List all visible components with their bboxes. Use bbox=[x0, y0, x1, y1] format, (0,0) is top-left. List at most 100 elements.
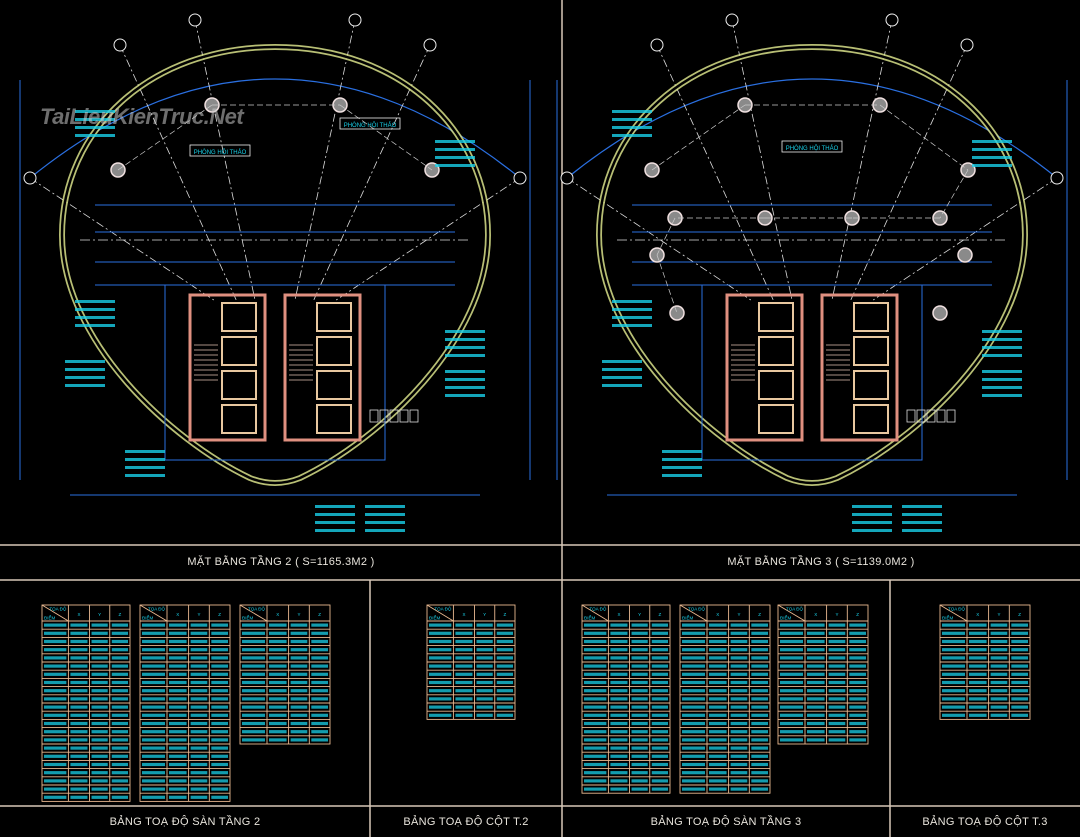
table-cell-value bbox=[429, 713, 452, 717]
table-cell-value bbox=[584, 738, 607, 742]
table-cell-value bbox=[269, 672, 287, 676]
annotation-text bbox=[315, 513, 355, 516]
table-header-z: Z bbox=[504, 612, 507, 617]
column-link bbox=[651, 104, 746, 171]
annotation-text bbox=[662, 458, 702, 461]
table-corner-diagonal bbox=[581, 604, 609, 622]
table-header-corner: ĐIỂM bbox=[584, 615, 596, 621]
table-corner-diagonal bbox=[426, 604, 454, 622]
table-cell-value bbox=[682, 623, 705, 627]
table-cell-value bbox=[828, 639, 846, 644]
table-cell-value bbox=[455, 664, 473, 668]
table-cell-value bbox=[91, 639, 108, 644]
annotation-text bbox=[315, 505, 355, 508]
table-cell-value bbox=[169, 721, 187, 726]
table-cell-value bbox=[751, 721, 768, 726]
toilet-stall bbox=[906, 409, 916, 423]
table-cell-value bbox=[242, 623, 265, 627]
table-header-corner: TỌA ĐỘ bbox=[589, 606, 607, 612]
table-cell-value bbox=[142, 713, 165, 717]
table-cell-value bbox=[709, 713, 727, 717]
room-label: PHÒNG HỘI THẢO bbox=[344, 122, 397, 129]
table-cell-value bbox=[709, 639, 727, 644]
table-cell-value bbox=[709, 648, 727, 652]
table-cell-value bbox=[169, 672, 187, 676]
table-cell-value bbox=[311, 631, 328, 635]
table-cell-value bbox=[751, 713, 768, 717]
elevator-shaft bbox=[316, 370, 352, 400]
table-cell-value bbox=[44, 680, 67, 685]
table-cell-value bbox=[242, 689, 265, 693]
annotation-text bbox=[852, 529, 892, 532]
table-cell-value bbox=[730, 680, 748, 685]
table-cell-value bbox=[111, 762, 128, 767]
table-cell-value bbox=[242, 656, 265, 660]
table-cell-value bbox=[142, 623, 165, 627]
table-cell-value bbox=[44, 672, 67, 676]
annotation-text bbox=[602, 360, 642, 363]
table-cell-value bbox=[169, 762, 187, 767]
table-header-corner: ĐIỂM bbox=[142, 615, 154, 621]
table-cell-value bbox=[584, 697, 607, 701]
table-cell-value bbox=[111, 664, 128, 668]
toilet-stall bbox=[409, 409, 419, 423]
table-cell-value bbox=[476, 680, 493, 685]
table-cell-value bbox=[111, 738, 128, 742]
table-cell-value bbox=[211, 754, 228, 758]
structural-column bbox=[957, 247, 973, 263]
table-cell-value bbox=[969, 705, 987, 709]
table-cell-value bbox=[584, 713, 607, 717]
table-cell-value bbox=[269, 680, 287, 685]
table-cell-value bbox=[311, 705, 328, 709]
table-cell-value bbox=[780, 631, 803, 635]
table-cell-value bbox=[651, 779, 668, 783]
table-cell-value bbox=[476, 639, 493, 644]
table-cell-value bbox=[476, 689, 493, 693]
annotation-text bbox=[315, 521, 355, 524]
annotation-text bbox=[852, 505, 892, 508]
core-boundary bbox=[164, 284, 386, 461]
table-cell-value bbox=[709, 623, 727, 627]
table-cell-value bbox=[111, 639, 128, 644]
table-cell-value bbox=[730, 639, 748, 644]
table-cell-value bbox=[751, 664, 768, 668]
annotation-text bbox=[982, 386, 1022, 389]
table-cell-value bbox=[807, 697, 825, 701]
table-cell-value bbox=[142, 738, 165, 742]
annotation-text bbox=[982, 394, 1022, 397]
table-cell-value bbox=[211, 664, 228, 668]
table-cell-value bbox=[111, 672, 128, 676]
annotation-text bbox=[972, 148, 1012, 151]
table-cell-value bbox=[651, 746, 668, 750]
annotation-text bbox=[75, 126, 115, 129]
table-cell-value bbox=[990, 705, 1008, 709]
table-cell-value bbox=[651, 787, 668, 791]
table-cell-value bbox=[169, 779, 187, 783]
table-cell-value bbox=[242, 664, 265, 668]
table-cell-value bbox=[142, 746, 165, 750]
table-cell-value bbox=[751, 656, 768, 660]
table-cell-value bbox=[682, 738, 705, 742]
annotation-text bbox=[445, 394, 485, 397]
table-cell-value bbox=[455, 705, 473, 709]
grid-bubble bbox=[348, 13, 362, 27]
table-cell-value bbox=[631, 705, 648, 709]
table-cell-value bbox=[610, 754, 628, 758]
table-cell-value bbox=[429, 672, 452, 676]
table-cell-value bbox=[111, 787, 128, 791]
table-cell-value bbox=[584, 754, 607, 758]
table-cell-value bbox=[751, 639, 768, 644]
table-cell-value bbox=[849, 721, 866, 726]
table-cell-value bbox=[211, 705, 228, 709]
table-cell-value bbox=[142, 787, 165, 791]
grid-bubble bbox=[960, 38, 974, 52]
table-cell-value bbox=[730, 672, 748, 676]
annotation-text bbox=[365, 521, 405, 524]
table-cell-value bbox=[429, 656, 452, 660]
table-cell-value bbox=[91, 664, 108, 668]
table-cell-value bbox=[142, 639, 165, 644]
table-cell-value bbox=[610, 738, 628, 742]
table-cell-value bbox=[111, 697, 128, 701]
